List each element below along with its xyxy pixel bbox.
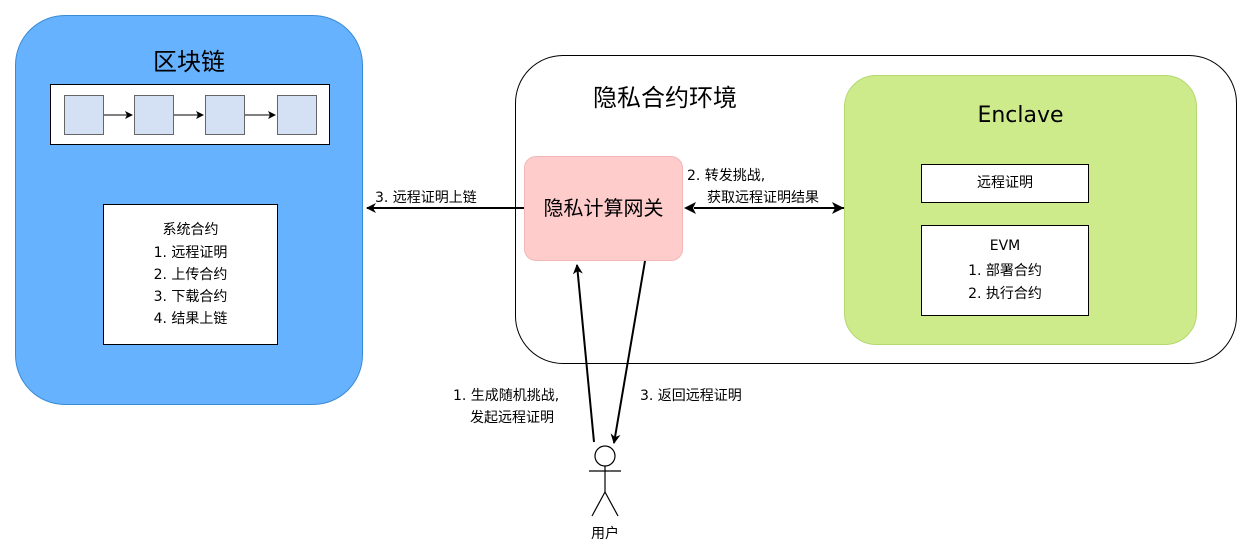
system-contract-item: 4. 结果上链 <box>153 311 228 327</box>
user-caption: 用户 <box>591 526 619 542</box>
evm-title: EVM <box>989 238 1021 254</box>
chain-block <box>277 95 317 135</box>
enclave-title: Enclave <box>977 103 1064 128</box>
system-contract-item: 3. 下载合约 <box>153 289 228 305</box>
system-contract-title: 系统合约 <box>162 222 219 238</box>
label-to-chain: 3. 远程证明上链 <box>375 190 477 206</box>
chain-block <box>205 95 245 135</box>
chain-block <box>134 95 174 135</box>
blockchain-title: 区块链 <box>153 48 225 76</box>
evm-item: 2. 执行合约 <box>968 286 1042 302</box>
label-user-up-2: 发起远程证明 <box>470 410 554 426</box>
label-user-down: 3. 返回远程证明 <box>640 388 742 404</box>
evm-box <box>921 225 1089 316</box>
label-user-up-1: 1. 生成随机挑战, <box>453 388 560 404</box>
arrow-user-to-gateway <box>572 264 595 443</box>
arrow-gateway-to-user <box>610 260 646 444</box>
system-contract-item: 1. 远程证明 <box>153 245 228 261</box>
remote-attestation-box: 远程证明 <box>921 164 1089 203</box>
privacy-gateway-box: 隐私计算网关 <box>524 156 683 261</box>
chain-block <box>64 95 104 135</box>
system-contract-item: 2. 上传合约 <box>153 267 228 283</box>
label-to-enclave-2: 获取远程证明结果 <box>707 190 819 206</box>
evm-item: 1. 部署合约 <box>968 263 1042 279</box>
privacy-env-title: 隐私合约环境 <box>593 84 737 112</box>
label-to-enclave-1: 2. 转发挑战, <box>687 168 766 184</box>
user-icon <box>589 445 621 517</box>
system-contract-box <box>103 204 278 345</box>
